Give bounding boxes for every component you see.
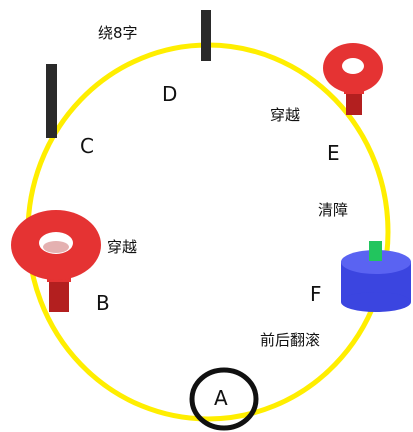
ring-obstacle-b (11, 210, 101, 312)
task-roll-label: 前后翻滚 (260, 331, 321, 349)
task-pass-through-left-label: 穿越 (107, 238, 138, 256)
point-c-label: C (80, 134, 94, 158)
task-figure-eight-label: 绕8字 (98, 24, 138, 42)
point-f-label: F (310, 282, 322, 306)
point-b-label: B (96, 291, 110, 315)
ring-obstacle-e (323, 43, 383, 115)
task-pass-through-upper-label: 穿越 (270, 106, 301, 124)
pole-d (201, 10, 211, 61)
task-clear-obstacle-label: 清障 (318, 201, 349, 219)
point-a-label: A (214, 386, 228, 410)
drum-obstacle-f (341, 241, 411, 312)
start-ring (189, 367, 259, 431)
pole-c (46, 64, 57, 138)
point-d-label: D (162, 82, 178, 106)
point-e-label: E (327, 141, 340, 165)
